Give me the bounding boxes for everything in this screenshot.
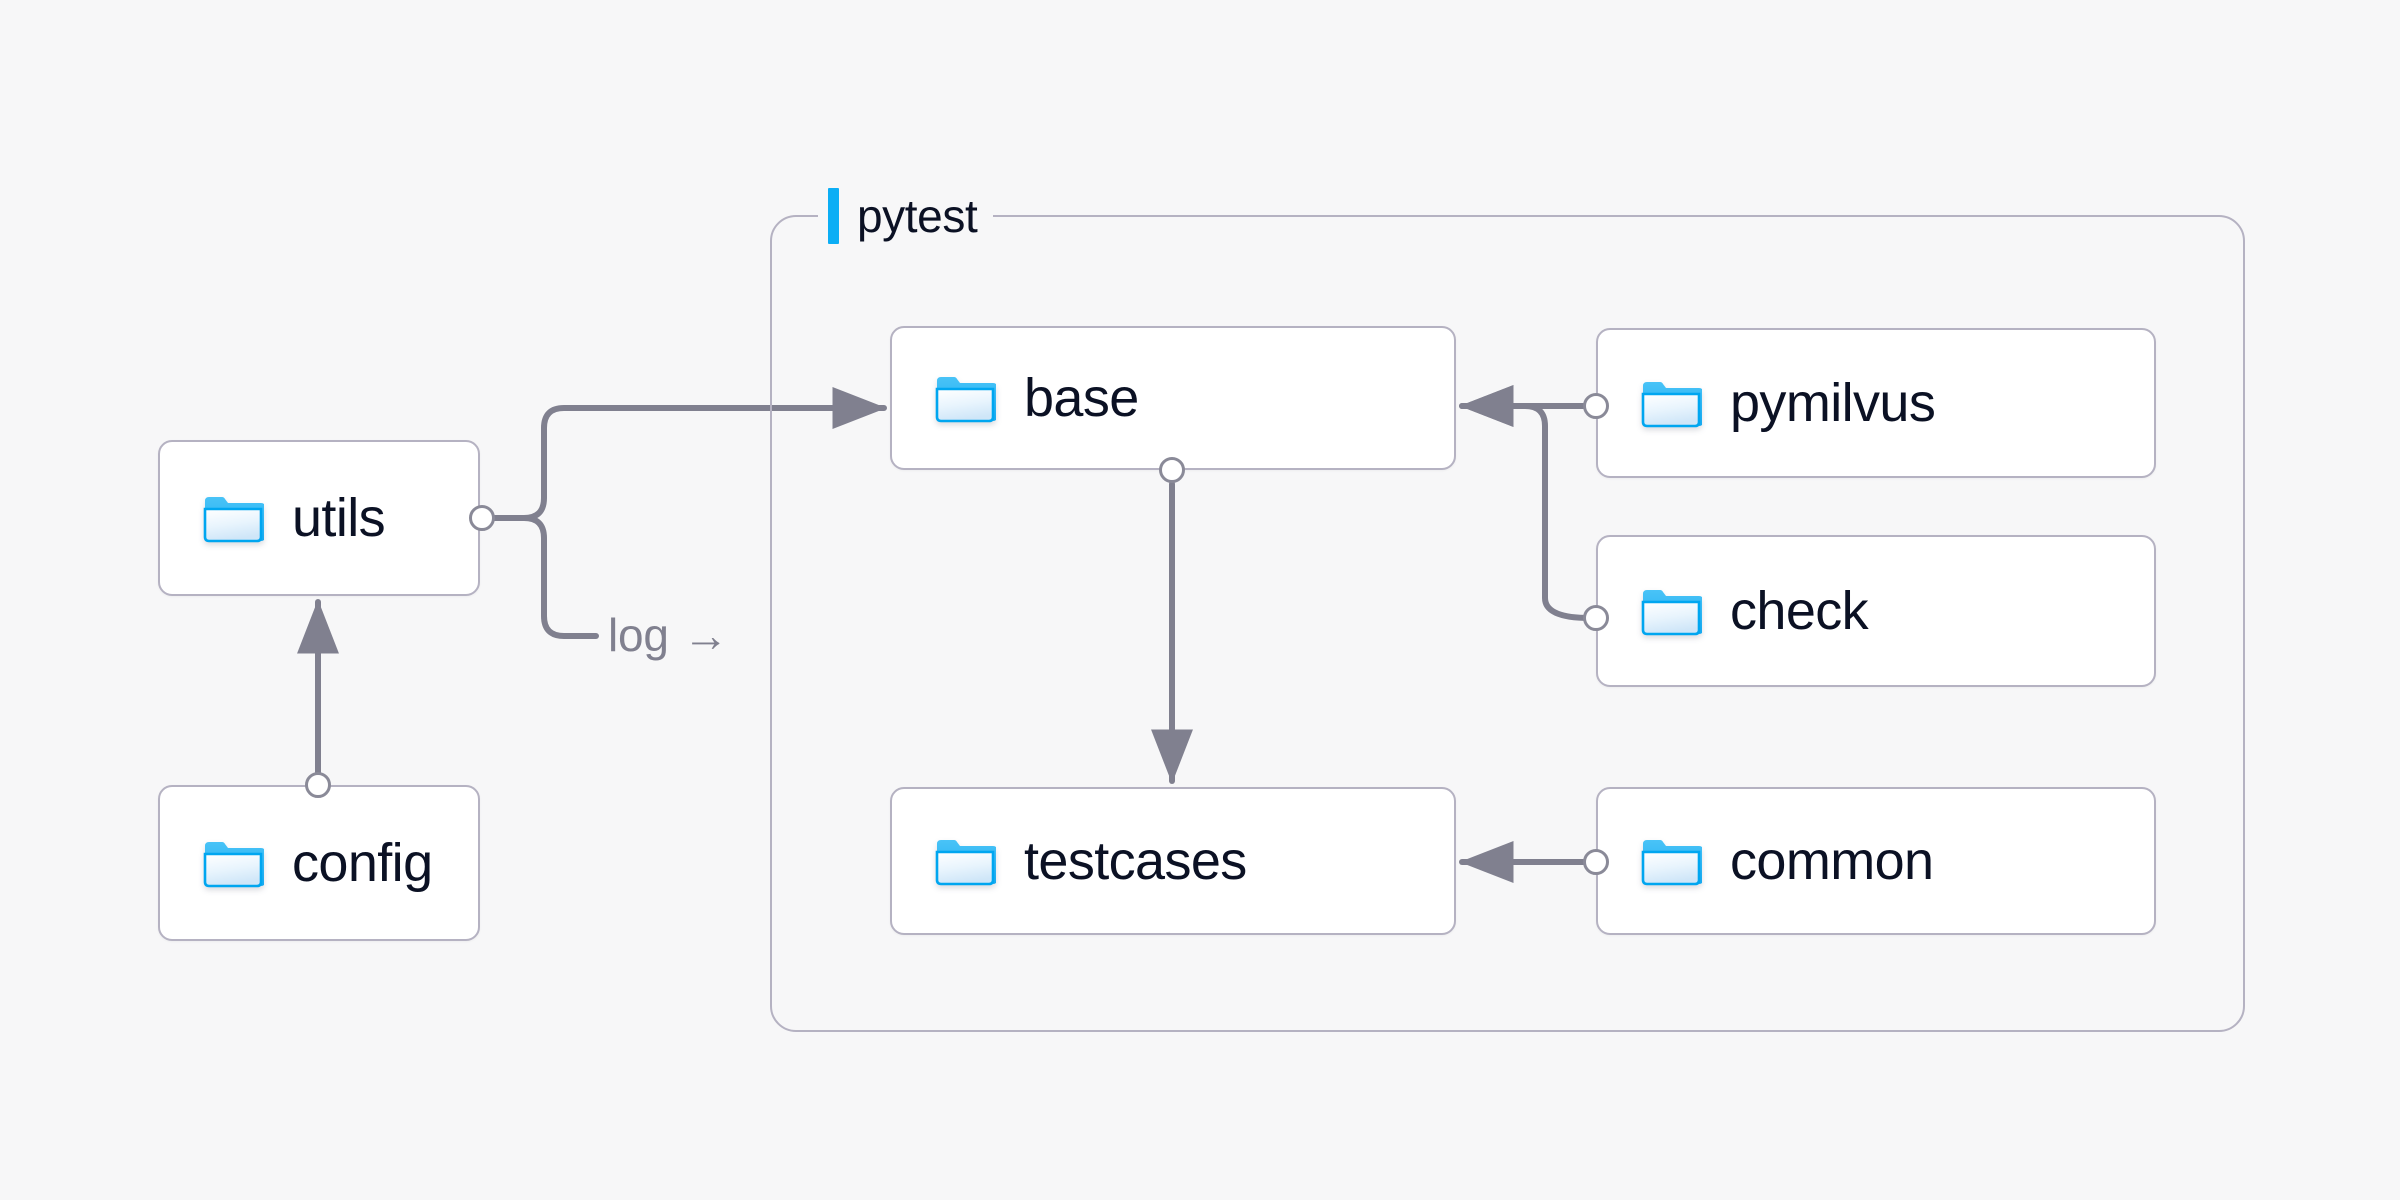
folder-icon [203,842,264,888]
node-label-base: base [1024,368,1139,428]
node-testcases[interactable]: testcases [890,787,1456,935]
folder-icon [1641,590,1702,636]
node-check[interactable]: check [1596,535,2156,687]
node-utils[interactable]: utils [158,440,480,596]
node-label-utils: utils [292,488,386,548]
node-pymilvus[interactable]: pymilvus [1596,328,2156,478]
handle-base-bottom[interactable] [1159,457,1185,483]
node-config[interactable]: config [158,785,480,941]
group-label-pytest: pytest [818,185,994,247]
handle-common-left[interactable] [1583,849,1609,875]
edge-label-log-text: log [608,609,669,661]
node-label-testcases: testcases [1024,831,1247,891]
group-accent-bar [828,188,839,244]
arrow-right-icon: → [682,609,729,661]
node-label-common: common [1730,831,1934,891]
folder-icon [935,840,996,886]
folder-icon [1641,382,1702,428]
handle-check-left[interactable] [1583,605,1609,631]
group-container-pytest[interactable] [770,215,2245,1032]
node-common[interactable]: common [1596,787,2156,935]
handle-config-top[interactable] [305,772,331,798]
node-base[interactable]: base [890,326,1456,470]
edge-label-log[interactable]: log → [600,610,737,660]
handle-pymilvus-left[interactable] [1583,393,1609,419]
node-label-config: config [292,833,433,893]
handle-utils-right[interactable] [469,505,495,531]
group-label-text: pytest [857,190,978,242]
node-label-pymilvus: pymilvus [1730,373,1936,433]
node-label-check: check [1730,581,1869,641]
edge-utils-log [481,515,599,639]
folder-icon [203,497,264,543]
folder-icon [935,377,996,423]
folder-icon [1641,840,1702,886]
